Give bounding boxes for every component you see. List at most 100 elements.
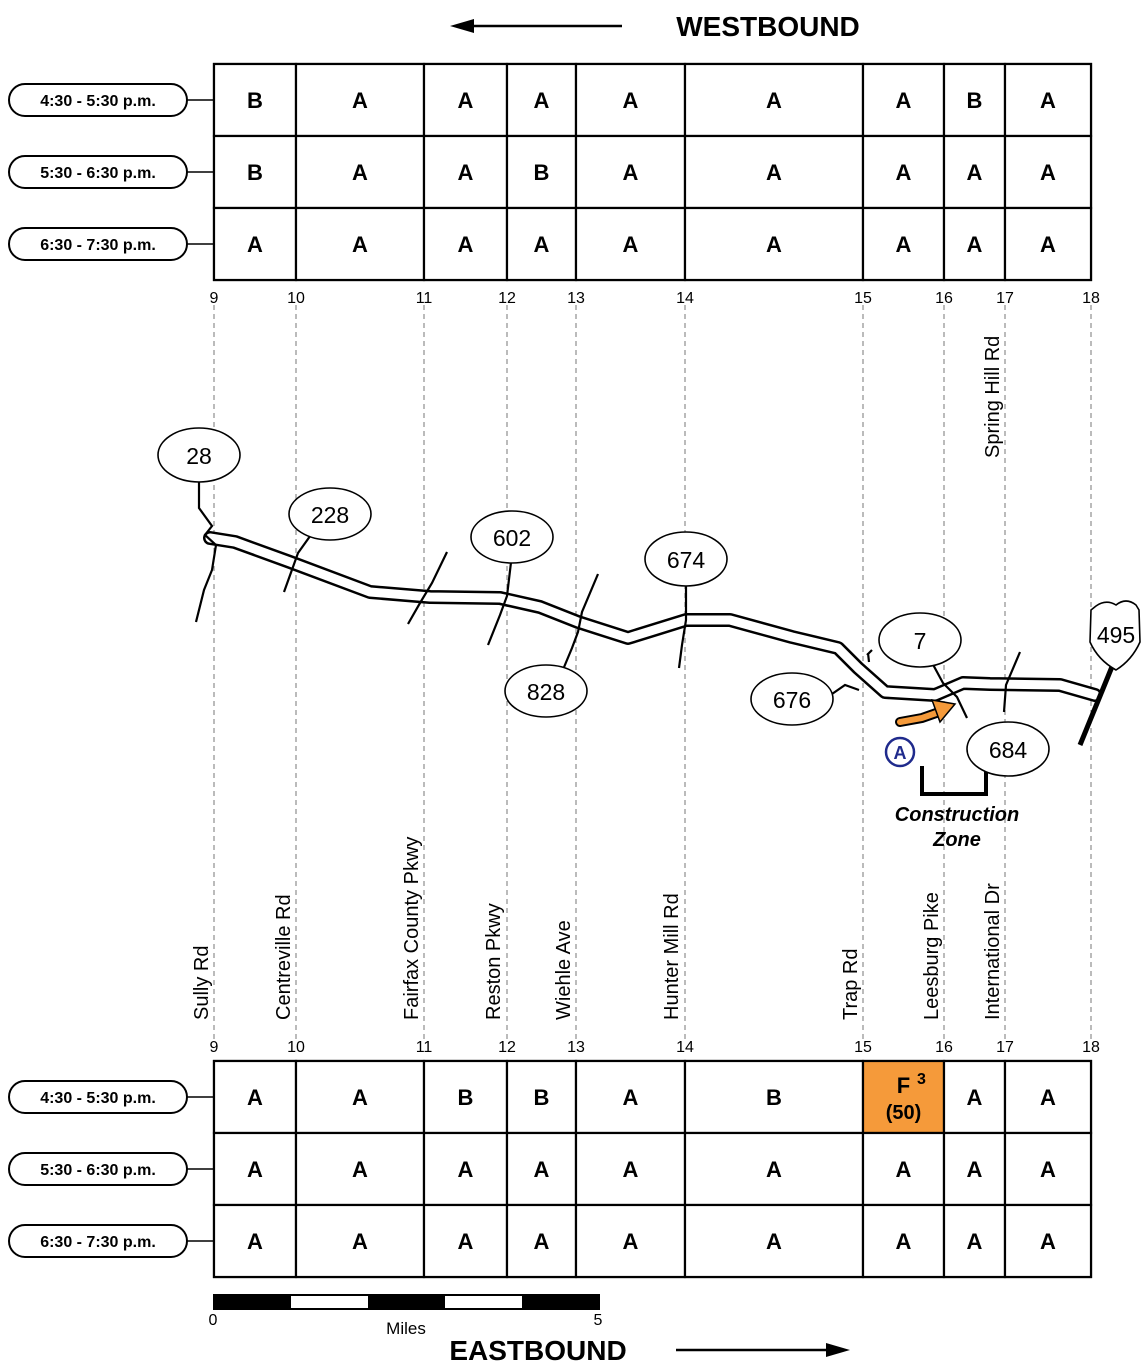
street-label-spring-hill: Spring Hill Rd <box>982 336 1004 458</box>
eb-cell-r0-c7 <box>942 1059 1007 1135</box>
wb-los-grade: A <box>458 160 474 185</box>
wb-los-grade: A <box>766 232 782 257</box>
wb-los-grade: A <box>967 160 983 185</box>
marker-a-icon <box>884 736 916 768</box>
corridor-map <box>194 482 1121 746</box>
wb-los-grade: A <box>534 88 550 113</box>
wb-los-grade: A <box>766 160 782 185</box>
route-shield-7: 7 <box>878 612 962 668</box>
wb-los-grade: B <box>247 88 263 113</box>
milepost-tick: 18 <box>1082 290 1100 307</box>
wb-cell-r1-c8 <box>1003 134 1093 210</box>
time-period-label: 4:30 - 5:30 p.m. <box>40 93 156 110</box>
wb-cell-r0-c8 <box>1003 62 1093 138</box>
wb-cell-r2-c7 <box>942 206 1007 282</box>
eb-los-grade: A <box>352 1157 368 1182</box>
route-shield-602: 602 <box>470 510 554 564</box>
street-label-reston-pkwy: Reston Pkwy <box>483 903 505 1020</box>
scale-end: 5 <box>594 1312 603 1329</box>
wb-cell-r1-c2 <box>422 134 509 210</box>
eb-cell-r0-c6 <box>861 1059 946 1135</box>
wb-los-grade: B <box>967 88 983 113</box>
eastbound-label: EASTBOUND <box>449 1335 626 1365</box>
eb-los-grade: A <box>967 1085 983 1110</box>
street-label-sully: Sully Rd <box>191 946 213 1020</box>
street-label-wiehle: Wiehle Ave <box>553 920 575 1020</box>
milepost-tick: 9 <box>210 290 219 307</box>
wb-los-grade: A <box>967 232 983 257</box>
eb-los-grade: A <box>534 1157 550 1182</box>
route-shield-228: 228 <box>288 487 372 541</box>
eb-los-grade: B <box>458 1085 474 1110</box>
eb-cell-r2-c8 <box>1003 1203 1093 1279</box>
eb-los-grade: B <box>766 1085 782 1110</box>
wb-los-grade: A <box>1040 232 1056 257</box>
wb-cell-r2-c4 <box>574 206 687 282</box>
highlight-speed: (50) <box>886 1102 922 1124</box>
ramp-arrow-icon <box>930 699 957 724</box>
highlight-footnote: 3 <box>917 1071 926 1088</box>
route-shield-28: 28 <box>157 427 241 483</box>
milepost-tick: 11 <box>416 1039 433 1056</box>
wb-cell-r0-c3 <box>505 62 578 138</box>
svg-text:602: 602 <box>493 525 531 551</box>
marker-a-label: A <box>894 743 907 763</box>
eb-cell-r1-c0 <box>212 1131 298 1207</box>
street-label-leesburg-pike: Leesburg Pike <box>921 892 943 1020</box>
milepost-tick: 13 <box>567 1039 585 1056</box>
wb-cell-r2-c0 <box>212 206 298 282</box>
eb-los-grade: A <box>458 1229 474 1254</box>
time-period-label: 6:30 - 7:30 p.m. <box>40 237 156 254</box>
route-shield-676: 676 <box>750 672 834 726</box>
wb-los-grade: A <box>623 160 639 185</box>
eb-cell-r2-c0 <box>212 1203 298 1279</box>
milepost-tick: 13 <box>567 290 585 307</box>
time-period-label: 5:30 - 6:30 p.m. <box>40 1162 156 1179</box>
eb-cell-r2-c2 <box>422 1203 509 1279</box>
scale-unit: Miles <box>386 1319 426 1338</box>
milepost-tick: 9 <box>210 1039 219 1056</box>
svg-text:674: 674 <box>667 547 706 573</box>
svg-text:495: 495 <box>1097 622 1135 648</box>
wb-cell-r0-c5 <box>683 62 865 138</box>
construction-bracket <box>920 766 988 796</box>
wb-los-grade: A <box>352 160 368 185</box>
eb-cell-r2-c3 <box>505 1203 578 1279</box>
wb-los-grade: A <box>623 88 639 113</box>
route-shield-828: 828 <box>504 664 588 718</box>
wb-los-grade: A <box>458 88 474 113</box>
wb-los-grade: A <box>623 232 639 257</box>
eb-los-grade: A <box>896 1157 912 1182</box>
eb-los-grade: A <box>1040 1085 1056 1110</box>
milepost-tick: 15 <box>854 290 872 307</box>
svg-text:228: 228 <box>311 502 349 528</box>
eb-cell-r2-c7 <box>942 1203 1007 1279</box>
wb-cell-r2-c5 <box>683 206 865 282</box>
wb-los-grade: B <box>247 160 263 185</box>
eb-los-grade: B <box>534 1085 550 1110</box>
westbound-time-periods: 4:30 - 5:30 p.m.5:30 - 6:30 p.m.6:30 - 7… <box>8 83 214 261</box>
interstate-shield-495: 495 <box>1089 600 1141 671</box>
eb-cell-r2-c1 <box>294 1203 426 1279</box>
eb-los-grade: A <box>458 1157 474 1182</box>
westbound-header: WESTBOUND <box>450 11 860 42</box>
milepost-tick: 10 <box>287 1039 305 1056</box>
eb-cell-r0-c5 <box>683 1059 865 1135</box>
wb-los-grade: A <box>896 88 912 113</box>
street-label-centreville: Centreville Rd <box>273 894 295 1020</box>
eb-los-grade: A <box>623 1229 639 1254</box>
wb-los-grade: A <box>247 232 263 257</box>
eb-los-grade: A <box>1040 1157 1056 1182</box>
eb-los-grade: A <box>247 1157 263 1182</box>
wb-los-grade: A <box>1040 160 1056 185</box>
milepost-tick: 18 <box>1082 1039 1100 1056</box>
milepost-tick: 17 <box>996 290 1014 307</box>
wb-cell-r2-c1 <box>294 206 426 282</box>
wb-los-grade: A <box>352 88 368 113</box>
right-arrow-icon <box>826 1343 850 1357</box>
westbound-label: WESTBOUND <box>676 11 860 42</box>
svg-text:684: 684 <box>989 737 1028 763</box>
construction-label-line2: Zone <box>932 829 981 851</box>
